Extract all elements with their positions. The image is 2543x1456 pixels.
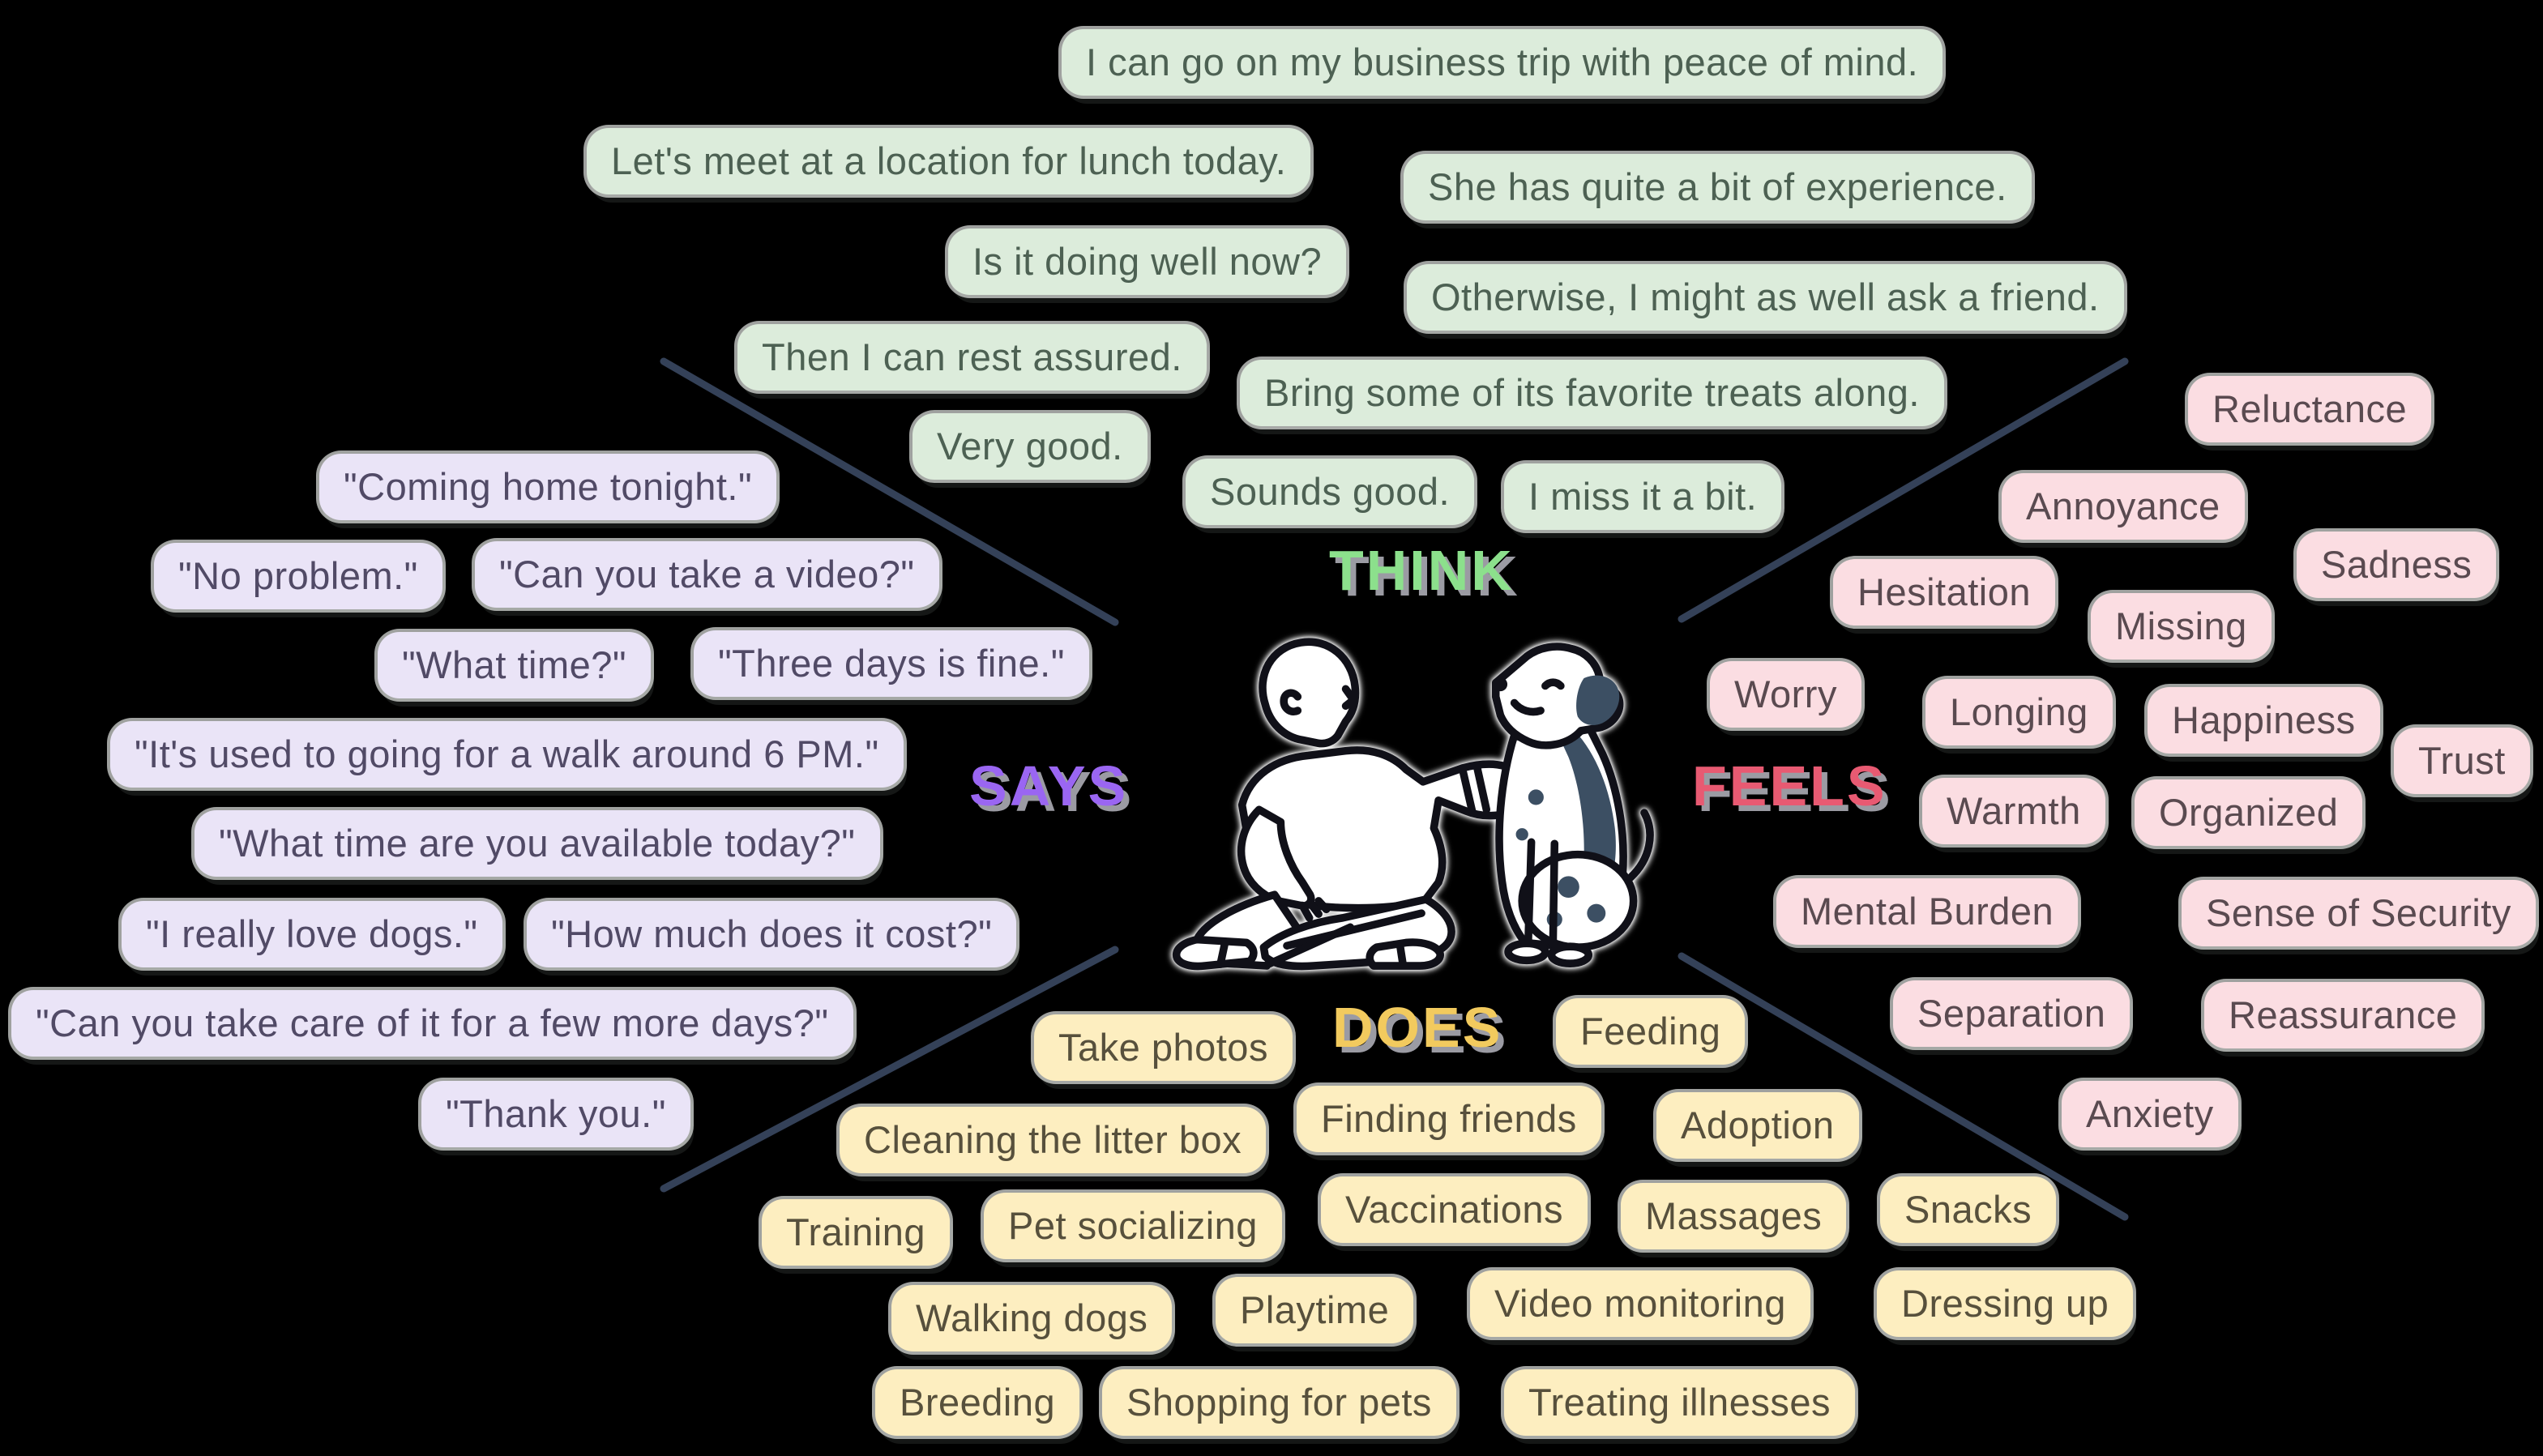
does-bubble: Treating illnesses xyxy=(1504,1369,1855,1437)
says-bubble: "I really love dogs." xyxy=(122,901,502,968)
feels-bubble: Sadness xyxy=(2297,532,2497,599)
does-bubble: Feeding xyxy=(1556,998,1746,1065)
think-bubble: Is it doing well now? xyxy=(948,228,1347,296)
does-bubble: Take photos xyxy=(1034,1014,1293,1082)
think-bubble: Otherwise, I might as well ask a friend. xyxy=(1407,264,2124,331)
think-bubble: Sounds good. xyxy=(1186,459,1475,526)
quadrant-divider-line xyxy=(660,357,1119,626)
says-bubble: "Coming home tonight." xyxy=(319,454,777,521)
person-figure xyxy=(1172,638,1539,971)
does-bubble: Adoption xyxy=(1656,1092,1859,1159)
feels-bubble: Warmth xyxy=(1922,778,2105,845)
does-bubble: Massages xyxy=(1621,1183,1847,1250)
says-bubble: "How much does it cost?" xyxy=(527,901,1017,968)
feels-label: FEELS xyxy=(1692,754,1887,818)
says-bubble: "What time?" xyxy=(378,632,652,699)
feels-bubble: Hesitation xyxy=(1833,559,2055,626)
says-bubble: "Thank you." xyxy=(421,1081,690,1148)
think-bubble: Let's meet at a location for lunch today… xyxy=(587,128,1311,195)
does-label: DOES xyxy=(1332,996,1503,1059)
feels-bubble: Separation xyxy=(1893,980,2131,1048)
feels-bubble: Organized xyxy=(2135,779,2363,847)
quadrant-divider-line xyxy=(1678,952,2129,1221)
feels-bubble: Happiness xyxy=(2148,687,2380,754)
think-label: THINK xyxy=(1329,539,1515,602)
feels-bubble: Missing xyxy=(2091,593,2272,660)
does-bubble: Training xyxy=(762,1199,951,1266)
says-label: SAYS xyxy=(969,754,1129,818)
feels-bubble: Sense of Security xyxy=(2182,880,2536,947)
feels-bubble: Mental Burden xyxy=(1776,878,2079,946)
does-bubble: Walking dogs xyxy=(891,1285,1173,1352)
does-bubble: Pet socializing xyxy=(984,1193,1282,1260)
does-bubble: Finding friends xyxy=(1297,1086,1601,1153)
think-bubble: Very good. xyxy=(912,413,1148,480)
feels-bubble: Reluctance xyxy=(2188,376,2432,443)
says-bubble: "Can you take a video?" xyxy=(475,541,939,608)
does-bubble: Snacks xyxy=(1880,1176,2057,1244)
does-bubble: Video monitoring xyxy=(1470,1270,1810,1338)
think-bubble: I miss it a bit. xyxy=(1504,463,1782,531)
does-bubble: Shopping for pets xyxy=(1102,1369,1456,1437)
quadrant-divider-line xyxy=(1678,357,2129,623)
dog-figure xyxy=(1491,643,1654,967)
does-bubble: Dressing up xyxy=(1877,1270,2134,1338)
says-bubble: "No problem." xyxy=(154,543,442,610)
does-bubble: Vaccinations xyxy=(1321,1176,1588,1244)
quadrant-divider-line xyxy=(660,946,1119,1193)
think-bubble: Bring some of its favorite treats along. xyxy=(1240,360,1944,427)
think-bubble: I can go on my business trip with peace … xyxy=(1062,29,1943,96)
says-bubble: "Three days is fine." xyxy=(694,630,1089,698)
feels-bubble: Trust xyxy=(2394,728,2530,795)
think-bubble: Then I can rest assured. xyxy=(737,324,1207,391)
does-bubble: Playtime xyxy=(1216,1277,1414,1344)
think-bubble: She has quite a bit of experience. xyxy=(1404,154,2032,221)
feels-bubble: Anxiety xyxy=(2062,1081,2238,1148)
feels-bubble: Annoyance xyxy=(2002,473,2245,540)
says-bubble: "It's used to going for a walk around 6 … xyxy=(110,721,904,788)
says-bubble: "Can you take care of it for a few more … xyxy=(11,990,853,1057)
feels-bubble: Reassurance xyxy=(2204,982,2482,1049)
does-bubble: Breeding xyxy=(875,1369,1080,1437)
person-petting-dog-illustration xyxy=(1172,638,1654,971)
does-bubble: Cleaning the litter box xyxy=(840,1107,1267,1174)
feels-bubble: Longing xyxy=(1925,679,2113,746)
feels-bubble: Worry xyxy=(1710,661,1861,728)
says-bubble: "What time are you available today?" xyxy=(194,810,880,877)
